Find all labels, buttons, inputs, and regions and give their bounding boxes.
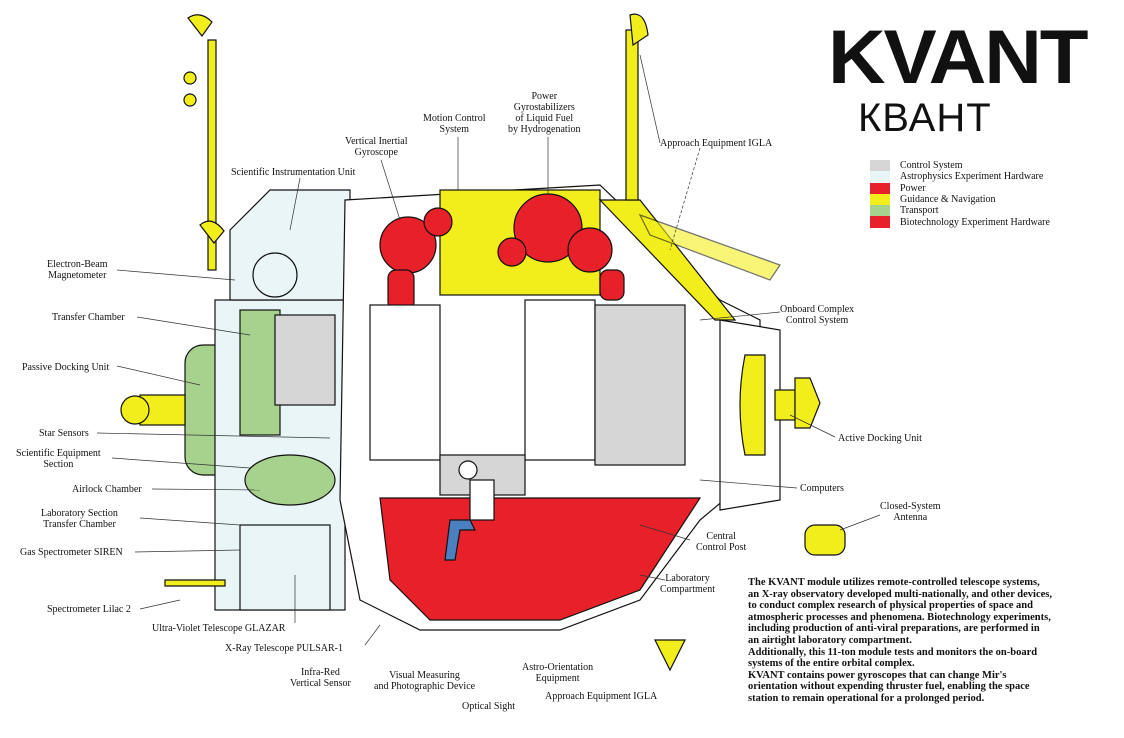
- active-docking-unit: [164, 319, 846, 672]
- label-airlock-chamber: Airlock Chamber: [72, 484, 142, 495]
- description-paragraph: The KVANT module utilizes remote-control…: [748, 577, 1053, 704]
- legend-swatch: [870, 171, 890, 183]
- legend-swatch: [870, 160, 890, 172]
- igla-boom: [598, 13, 781, 321]
- power-gyrostabilizers: [379, 193, 625, 311]
- label-scientific-instrumentation: Scientific Instrumentation Unit: [231, 167, 356, 178]
- legend-label: Astrophysics Experiment Hardware: [900, 171, 1044, 183]
- legend-item-biotech: Biotechnology Experiment Hardware: [870, 216, 1050, 228]
- legend-item-transport: Transport: [870, 205, 1050, 217]
- interior-panels: [369, 299, 686, 496]
- label-active-docking-unit: Active Docking Unit: [838, 433, 922, 444]
- label-passive-docking-unit: Passive Docking Unit: [22, 362, 110, 373]
- label-igla-top: Approach Equipment IGLA: [660, 138, 773, 149]
- label-optical-sight: Optical Sight: [462, 701, 516, 712]
- legend-label: Control System: [900, 160, 963, 172]
- legend-label: Transport: [900, 205, 939, 217]
- legend-label: Guidance & Navigation: [900, 194, 996, 206]
- leader-lines: [96, 54, 881, 646]
- laboratory-compartment-floor: [379, 497, 702, 621]
- label-pulsar: X-Ray Telescope PULSAR-1: [225, 643, 343, 654]
- legend-item-control-system: Control System: [870, 160, 1050, 172]
- cosmonaut-figure: [444, 460, 495, 561]
- legend-swatch: [870, 216, 890, 228]
- title-kvant-cyrillic: КВАНТ: [858, 96, 992, 140]
- label-igla-bottom: Approach Equipment IGLA: [545, 691, 658, 702]
- legend-swatch: [870, 193, 890, 206]
- label-glazar: Ultra-Violet Telescope GLAZAR: [152, 623, 286, 634]
- legend-item-power: Power: [870, 182, 1050, 194]
- aft-section: [214, 189, 351, 611]
- label-transfer-chamber: Transfer Chamber: [52, 312, 125, 323]
- legend-swatch: [870, 205, 890, 217]
- legend-swatch: [870, 182, 890, 194]
- label-computers: Computers: [800, 483, 844, 494]
- label-siren: Gas Spectrometer SIREN: [20, 547, 123, 558]
- legend-label: Biotechnology Experiment Hardware: [900, 216, 1050, 228]
- label-star-sensors: Star Sensors: [39, 428, 89, 439]
- legend-label: Power: [900, 182, 926, 194]
- left-antenna-mast: [183, 14, 225, 271]
- label-lilac: Spectrometer Lilac 2: [47, 604, 131, 615]
- legend-item-astrophysics: Astrophysics Experiment Hardware: [870, 171, 1050, 183]
- legend: Control System Astrophysics Experiment H…: [870, 160, 1050, 228]
- legend-item-guidance: Guidance & Navigation: [870, 193, 1050, 206]
- title-kvant: KVANT: [828, 15, 1089, 100]
